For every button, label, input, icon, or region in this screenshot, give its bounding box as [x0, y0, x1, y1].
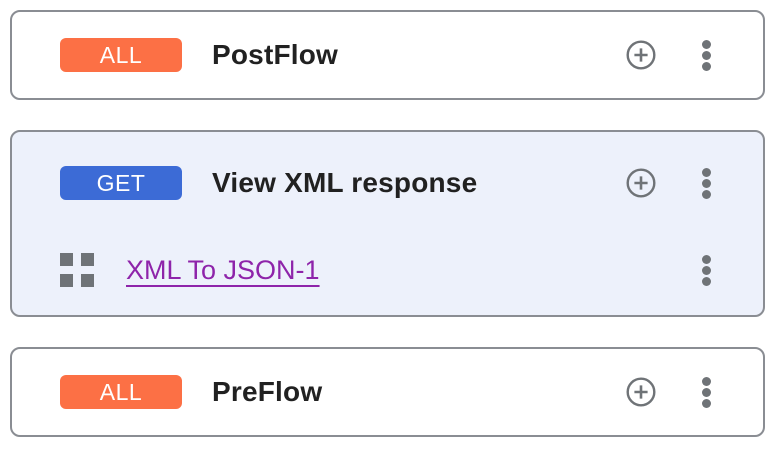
- flow-row: ALL PreFlow: [12, 349, 763, 435]
- more-vert-icon[interactable]: [702, 254, 711, 286]
- flow-row: GET View XML response: [12, 158, 763, 208]
- flow-title: PostFlow: [212, 39, 339, 70]
- policy-step-row: XML To JSON-1: [12, 245, 763, 295]
- policy-link[interactable]: XML To JSON-1: [126, 254, 320, 285]
- flow-card-preflow: ALL PreFlow: [10, 347, 765, 437]
- flow-actions: [626, 376, 711, 408]
- flow-card-view-xml-response: GET View XML response XML To JSON-1: [10, 130, 765, 317]
- flow-title: View XML response: [212, 167, 478, 198]
- flow-actions: [626, 39, 711, 71]
- more-vert-icon[interactable]: [702, 167, 711, 199]
- method-badge: GET: [60, 166, 182, 200]
- more-vert-icon[interactable]: [702, 376, 711, 408]
- step-actions: [702, 254, 711, 286]
- flow-title: PreFlow: [212, 376, 323, 407]
- add-step-icon[interactable]: [626, 40, 656, 70]
- add-step-icon[interactable]: [626, 377, 656, 407]
- drag-indicator-icon[interactable]: [60, 253, 94, 287]
- flow-actions: [626, 167, 711, 199]
- method-badge: ALL: [60, 38, 182, 72]
- flow-card-postflow: ALL PostFlow: [10, 10, 765, 100]
- flow-row: ALL PostFlow: [12, 12, 763, 98]
- add-step-icon[interactable]: [626, 168, 656, 198]
- more-vert-icon[interactable]: [702, 39, 711, 71]
- method-badge: ALL: [60, 375, 182, 409]
